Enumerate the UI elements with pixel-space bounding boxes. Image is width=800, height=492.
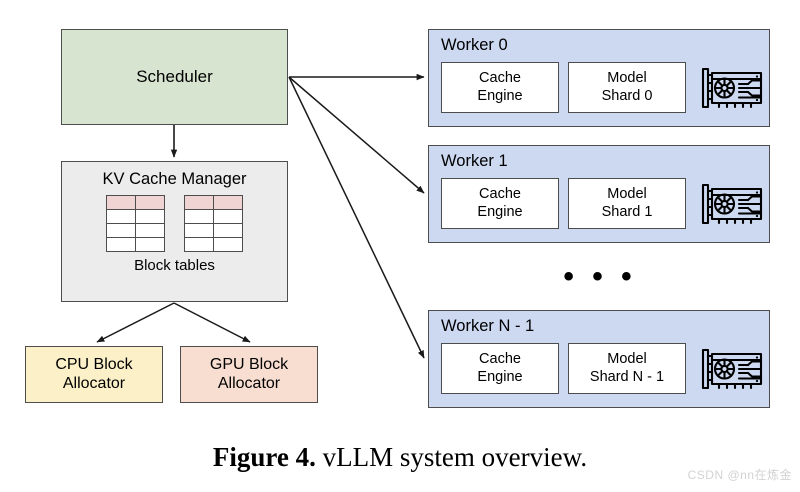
block-table-cell bbox=[135, 195, 165, 211]
cache-engine-label-line2: Engine bbox=[477, 368, 523, 385]
worker-node-n-minus-1[interactable]: Worker N - 1 Cache Engine Model Shard N … bbox=[428, 310, 770, 408]
figure-caption-label: Figure 4. bbox=[212, 442, 316, 472]
worker-title: Worker 1 bbox=[441, 152, 508, 170]
model-shard-label-line2: Shard 0 bbox=[601, 87, 653, 104]
model-shard-node[interactable]: Model Shard 1 bbox=[568, 178, 686, 229]
cache-engine-node[interactable]: Cache Engine bbox=[441, 343, 559, 394]
gpu-card-icon bbox=[701, 183, 763, 224]
arrow-scheduler-to-worker-1 bbox=[288, 76, 425, 194]
gpu-block-allocator-node[interactable]: GPU Block Allocator bbox=[180, 346, 318, 403]
cache-engine-label-line2: Engine bbox=[477, 203, 523, 220]
scheduler-label: Scheduler bbox=[136, 66, 213, 86]
model-shard-node[interactable]: Model Shard N - 1 bbox=[568, 343, 686, 394]
block-table-row bbox=[106, 223, 165, 239]
gpu-card-icon bbox=[701, 348, 763, 389]
kv-cache-manager-title: KV Cache Manager bbox=[102, 170, 247, 188]
worker-list-ellipsis: • • • bbox=[563, 260, 637, 293]
cache-engine-label-line2: Engine bbox=[477, 87, 523, 104]
block-table-cell bbox=[106, 237, 136, 253]
gpu-card-icon bbox=[701, 67, 763, 108]
block-tables-label: Block tables bbox=[134, 257, 215, 275]
block-table-row bbox=[184, 223, 243, 239]
figure-caption: Figure 4. vLLM system overview. bbox=[0, 442, 800, 473]
worker-title: Worker 0 bbox=[441, 36, 508, 54]
arrow-kv-cache-manager-to-cpu-allocator bbox=[96, 302, 175, 343]
cache-engine-node[interactable]: Cache Engine bbox=[441, 178, 559, 229]
figure-caption-text: vLLM system overview. bbox=[315, 442, 588, 472]
cache-engine-node[interactable]: Cache Engine bbox=[441, 62, 559, 113]
block-table-cell bbox=[135, 209, 165, 225]
block-table-cell bbox=[184, 237, 214, 253]
block-table-row bbox=[106, 209, 165, 225]
block-table-row bbox=[184, 195, 243, 211]
cpu-allocator-label-line1: CPU Block bbox=[55, 355, 133, 373]
block-table-cell bbox=[213, 209, 243, 225]
gpu-allocator-label-line2: Allocator bbox=[217, 374, 281, 392]
arrow-kv-cache-manager-to-gpu-allocator bbox=[173, 302, 251, 343]
gpu-allocator-label-line1: GPU Block bbox=[209, 355, 289, 373]
cpu-block-allocator-node[interactable]: CPU Block Allocator bbox=[25, 346, 163, 403]
block-table-row bbox=[184, 237, 243, 253]
block-table-cell bbox=[106, 195, 136, 211]
block-table-row bbox=[106, 195, 165, 211]
model-shard-node[interactable]: Model Shard 0 bbox=[568, 62, 686, 113]
block-table-row bbox=[184, 209, 243, 225]
block-table-cell bbox=[135, 223, 165, 239]
block-table-cell bbox=[184, 223, 214, 239]
block-table-cell bbox=[184, 209, 214, 225]
block-table-cell bbox=[213, 195, 243, 211]
kv-cache-manager-node[interactable]: KV Cache Manager Block tables bbox=[61, 161, 288, 302]
block-table-cell bbox=[213, 223, 243, 239]
scheduler-node[interactable]: Scheduler bbox=[61, 29, 288, 125]
cache-engine-label-line1: Cache bbox=[479, 186, 521, 203]
worker-node-0[interactable]: Worker 0 Cache Engine Model Shard 0 bbox=[428, 29, 770, 127]
worker-node-1[interactable]: Worker 1 Cache Engine Model Shard 1 bbox=[428, 145, 770, 243]
cache-engine-label-line1: Cache bbox=[479, 70, 521, 87]
block-table-cell bbox=[213, 237, 243, 253]
worker-contents: Cache Engine Model Shard N - 1 bbox=[441, 343, 765, 394]
block-tables-group bbox=[106, 195, 243, 253]
block-table-cell bbox=[184, 195, 214, 211]
worker-contents: Cache Engine Model Shard 1 bbox=[441, 178, 765, 229]
arrow-scheduler-to-worker-n-1 bbox=[288, 76, 425, 359]
block-table-cell bbox=[106, 209, 136, 225]
cache-engine-label-line1: Cache bbox=[479, 351, 521, 368]
watermark: CSDN @nn在炼金 bbox=[687, 468, 792, 482]
model-shard-label-line2: Shard N - 1 bbox=[589, 368, 665, 385]
model-shard-label-line2: Shard 1 bbox=[601, 203, 653, 220]
model-shard-label-line1: Model bbox=[607, 351, 647, 368]
block-table bbox=[106, 195, 165, 253]
model-shard-label-line1: Model bbox=[607, 70, 647, 87]
model-shard-label-line1: Model bbox=[607, 186, 647, 203]
worker-contents: Cache Engine Model Shard 0 bbox=[441, 62, 765, 113]
block-table-cell bbox=[106, 223, 136, 239]
cpu-allocator-label-line2: Allocator bbox=[62, 374, 126, 392]
block-table-cell bbox=[135, 237, 165, 253]
block-table-row bbox=[106, 237, 165, 253]
block-table bbox=[184, 195, 243, 253]
worker-title: Worker N - 1 bbox=[441, 317, 535, 335]
